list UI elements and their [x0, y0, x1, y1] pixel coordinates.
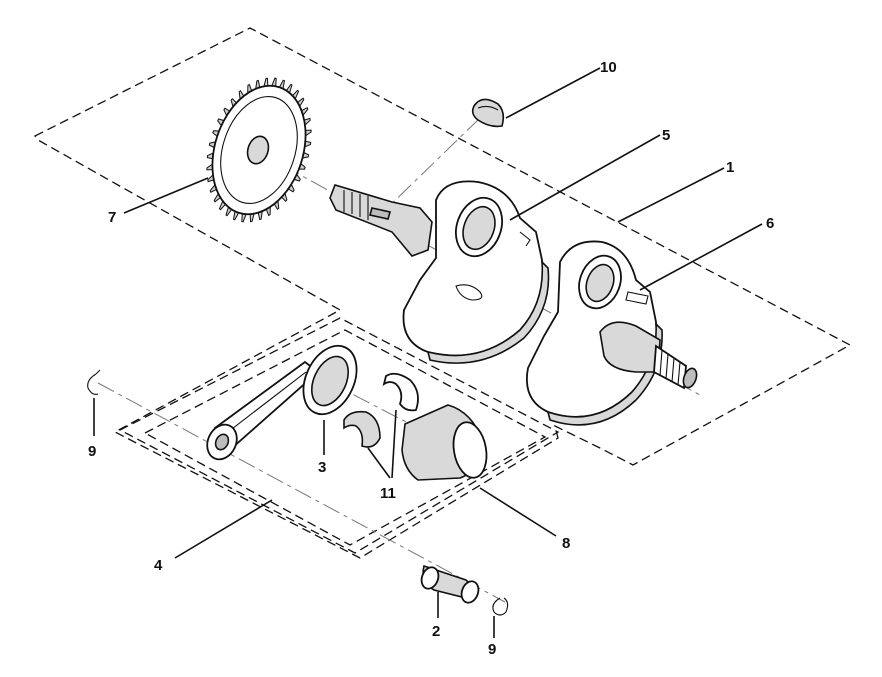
callout-10: 10 [600, 59, 617, 76]
part-circlip-left [87, 369, 101, 395]
part-key [471, 98, 505, 128]
part-circlip-right [492, 597, 509, 616]
callout-11: 11 [380, 485, 396, 502]
leader-8 [479, 487, 557, 537]
leader-5 [509, 134, 661, 221]
group-outline-crankshaft-assembly [34, 27, 852, 559]
group-outline-connecting-rod-assembly [118, 317, 560, 554]
leader-11b [391, 409, 397, 479]
part-crank-right [526, 240, 698, 426]
callout-8: 8 [562, 535, 570, 552]
callout-7: 7 [108, 209, 116, 226]
part-gear [206, 77, 312, 223]
part-cylinder-sleeve [401, 404, 488, 481]
callout-5: 5 [662, 127, 670, 144]
callout-1: 1 [726, 159, 734, 176]
leader-11a [367, 447, 391, 479]
leader-7 [123, 177, 209, 214]
callout-9-left: 9 [88, 443, 96, 460]
callout-labels: 1 2 3 4 5 6 7 8 9 9 10 11 [88, 59, 774, 658]
callout-6: 6 [766, 215, 774, 232]
callout-4: 4 [154, 557, 163, 574]
leader-6 [639, 223, 763, 291]
group-outline-rod-inner [143, 329, 547, 546]
callout-9-right: 9 [488, 641, 496, 658]
part-connecting-rod [206, 344, 358, 461]
callout-3: 3 [318, 459, 326, 476]
callout-2: 2 [432, 623, 440, 640]
leader-1 [617, 167, 725, 223]
part-crank-left [329, 180, 550, 364]
leader-lines [93, 67, 763, 638]
part-piston-pin [420, 564, 480, 604]
leader-4 [174, 499, 273, 559]
leader-10 [505, 67, 601, 119]
part-bearing-shells [343, 372, 419, 448]
